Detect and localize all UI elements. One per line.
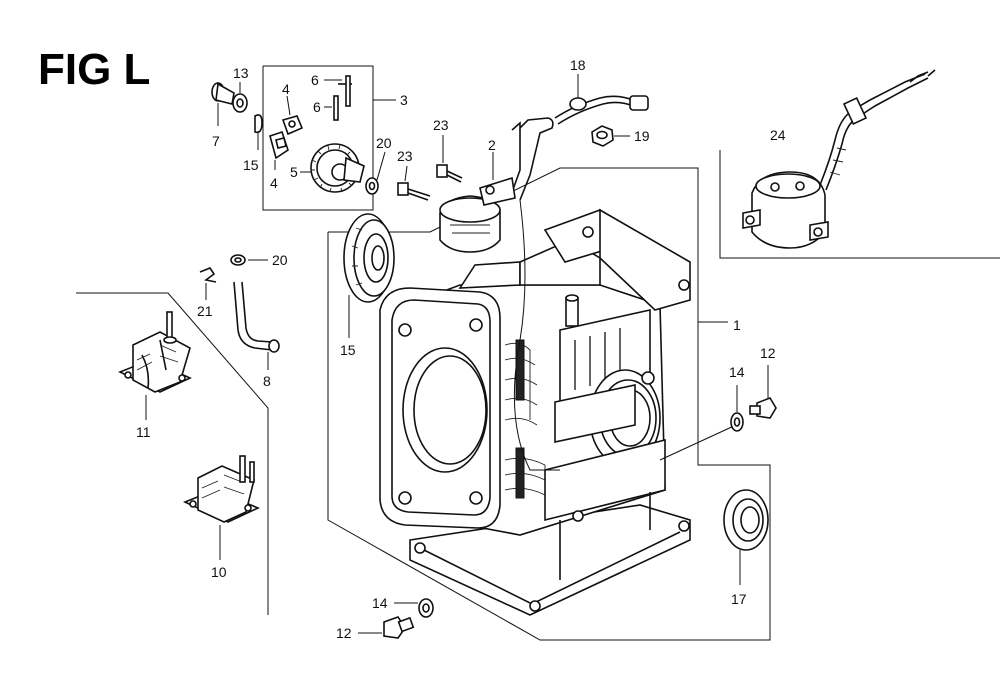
figure-title: FIG L <box>38 45 150 94</box>
callout-24: 24 <box>770 127 786 143</box>
leader-23b <box>404 165 408 182</box>
callout-20a: 20 <box>376 135 392 151</box>
part-2-oil-level-switch <box>439 117 554 253</box>
part-13-washer <box>232 93 248 113</box>
callout-2: 2 <box>488 137 496 153</box>
callout-19: 19 <box>634 128 650 144</box>
callout-17: 17 <box>731 591 747 607</box>
callout-12a: 12 <box>760 345 776 361</box>
part-14-washer-a <box>730 412 744 432</box>
callout-11: 11 <box>136 424 151 440</box>
callout-15a: 15 <box>243 157 259 173</box>
part-21-clip <box>199 267 217 283</box>
part-12-bolt-a <box>749 397 777 419</box>
part-1-crankcase <box>379 208 691 616</box>
callout-23a: 23 <box>433 117 449 133</box>
part-15-seal-small <box>254 114 263 134</box>
callout-13: 13 <box>233 65 249 81</box>
leader-4a <box>286 95 291 116</box>
callout-20b: 20 <box>272 252 288 268</box>
callout-4a: 4 <box>282 81 290 97</box>
part-18-wire-harness <box>554 95 649 125</box>
part-23-bolt-b <box>397 182 431 201</box>
part-20-washer-a <box>365 177 379 195</box>
callout-4b: 4 <box>270 175 278 191</box>
sensor-wire <box>513 199 560 471</box>
part-5-governor-gear <box>310 143 365 193</box>
callout-21: 21 <box>197 303 213 319</box>
group-bracket-governor <box>262 65 374 211</box>
callout-10: 10 <box>211 564 227 580</box>
part-4-clip-b <box>269 130 289 160</box>
leader-block-bolt <box>659 424 737 461</box>
part-19-nut <box>591 125 614 147</box>
callout-3: 3 <box>400 92 408 108</box>
callout-15b: 15 <box>340 342 356 358</box>
callout-7: 7 <box>212 133 220 149</box>
inset-border <box>719 150 1000 259</box>
part-10-mount <box>182 455 260 523</box>
part-8-pipe <box>233 281 280 353</box>
callout-14b: 14 <box>372 595 388 611</box>
part-6-pin-a <box>338 75 352 107</box>
callout-5: 5 <box>290 164 298 180</box>
part-7-bolt <box>211 82 235 105</box>
group-outline-mounts <box>76 292 269 615</box>
callout-6b: 6 <box>313 99 321 115</box>
part-4-clip-a <box>281 115 304 136</box>
callout-14a: 14 <box>729 364 745 380</box>
callout-18: 18 <box>570 57 586 73</box>
part-12-bolt-b <box>383 616 415 639</box>
part-6-pin-b <box>333 95 339 121</box>
part-15-bearing <box>343 213 395 303</box>
callout-12b: 12 <box>336 625 352 641</box>
callout-8: 8 <box>263 373 271 389</box>
part-11-mount <box>118 311 192 393</box>
callout-1: 1 <box>733 317 741 333</box>
part-24-oil-alert-unit <box>742 69 936 249</box>
callout-23b: 23 <box>397 148 413 164</box>
leader-20a <box>376 151 386 181</box>
callout-6a: 6 <box>311 72 319 88</box>
part-17-oil-seal <box>723 489 769 551</box>
part-23-bolt-a <box>436 164 463 183</box>
part-20-washer-b <box>230 254 246 266</box>
part-14-washer-b <box>418 598 434 618</box>
